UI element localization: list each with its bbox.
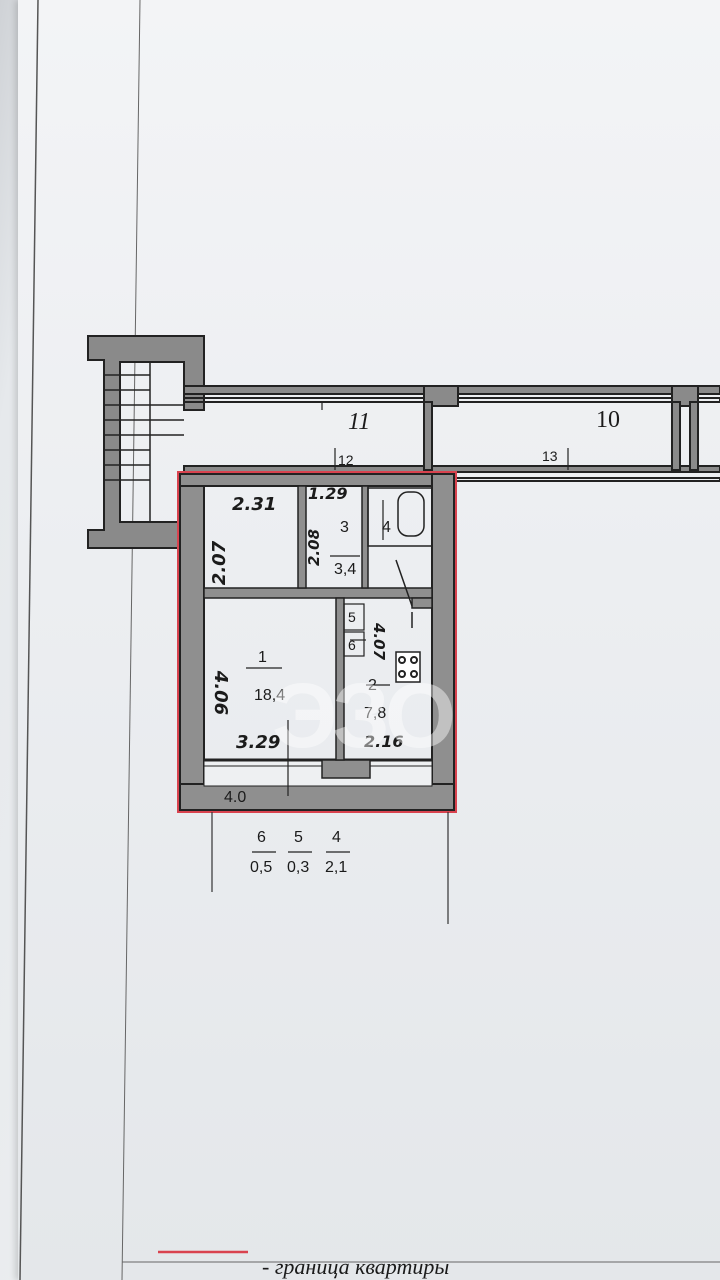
room-4-number: 4 — [382, 519, 391, 536]
dim-bath-height: 2.08 — [305, 528, 324, 567]
dim-main-width: 3.29 — [236, 732, 281, 753]
room-5-number: 5 — [348, 609, 356, 625]
door-swing — [395, 559, 413, 607]
interior-walls — [203, 485, 433, 761]
sink-small — [343, 603, 365, 657]
room-2-area: 7,8 — [364, 705, 387, 722]
watermark: ЭЗО — [272, 665, 456, 767]
dim-kitchen-height: 4.07 — [370, 622, 389, 661]
corridor-12-label: 12 — [338, 452, 354, 468]
corridor-walls — [183, 385, 720, 482]
legend-text: - граница квартиры — [262, 1254, 450, 1279]
room-2-number: 2 — [368, 677, 377, 694]
balcony-pier — [321, 759, 371, 779]
balcony-5-area: 0,3 — [287, 859, 310, 876]
room-6-number: 6 — [348, 637, 356, 653]
balcony-5-number: 5 — [294, 829, 303, 846]
corridor-11-label: 11 — [348, 409, 371, 435]
stove-burners — [398, 656, 418, 678]
room-1-number: 1 — [258, 649, 267, 666]
corridor-13-label: 13 — [542, 448, 558, 464]
page-frame-left — [19, 0, 39, 1280]
dim-main-height: 4.06 — [210, 670, 232, 716]
corridor-10-label: 10 — [596, 407, 620, 433]
dim-balcony-width: 4.0 — [224, 789, 247, 806]
balcony-4-number: 4 — [332, 829, 341, 846]
apartment-boundary — [177, 471, 457, 813]
apartment-walls — [179, 473, 455, 811]
paper-sheet — [18, 0, 720, 1280]
balcony-6-number: 6 — [257, 829, 266, 846]
dim-top-right-width: 1.29 — [308, 484, 348, 503]
room-1-area: 18,4 — [254, 687, 286, 704]
balcony-4-area: 2,1 — [325, 859, 348, 876]
dimension-ticks — [246, 402, 569, 796]
room-3-number: 3 — [340, 519, 349, 536]
balcony-6-area: 0,5 — [250, 859, 273, 876]
bathtub — [367, 487, 433, 547]
dim-kitchen-width: 2.16 — [364, 732, 404, 751]
dim-left-top-height: 2.07 — [209, 540, 231, 586]
dim-top-left-width: 2.31 — [232, 494, 277, 515]
room-3-area: 3,4 — [334, 561, 357, 578]
page-frame-inner — [121, 0, 141, 1280]
